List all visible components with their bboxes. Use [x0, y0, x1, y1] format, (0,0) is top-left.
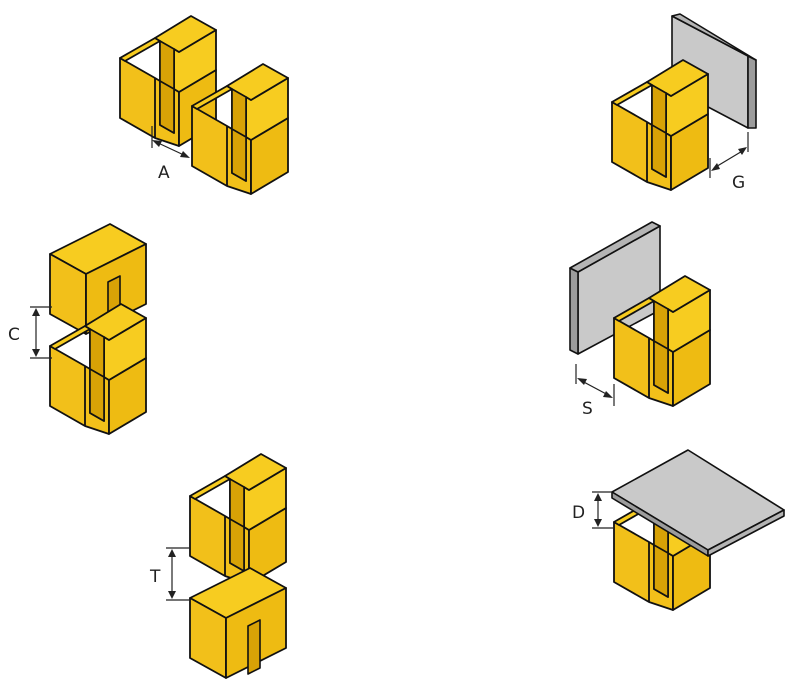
- group-s: S: [569, 221, 711, 419]
- label-g: G: [732, 173, 745, 193]
- block-t-bottom: [189, 567, 287, 679]
- dimension-d: [592, 491, 614, 529]
- plate-d: [611, 449, 785, 557]
- group-t: T: [149, 453, 287, 679]
- dimension-g: [709, 132, 749, 178]
- group-g: G: [611, 13, 757, 193]
- block-c-bottom: [49, 303, 147, 435]
- label-c: C: [8, 325, 20, 345]
- block-t-top: [189, 453, 287, 585]
- dimension-t: [166, 547, 190, 601]
- plate-s: [569, 221, 661, 355]
- dimension-s: [575, 364, 615, 406]
- plate-g: [671, 13, 757, 129]
- group-a: A: [119, 15, 289, 195]
- block-g: [611, 59, 709, 191]
- group-c: C: [8, 223, 147, 435]
- dimension-c: [30, 306, 52, 359]
- label-d: D: [572, 503, 585, 523]
- dimension-a: [151, 126, 190, 158]
- group-d: D: [572, 449, 785, 611]
- label-a: A: [158, 163, 170, 183]
- label-s: S: [582, 399, 593, 419]
- label-t: T: [149, 567, 161, 587]
